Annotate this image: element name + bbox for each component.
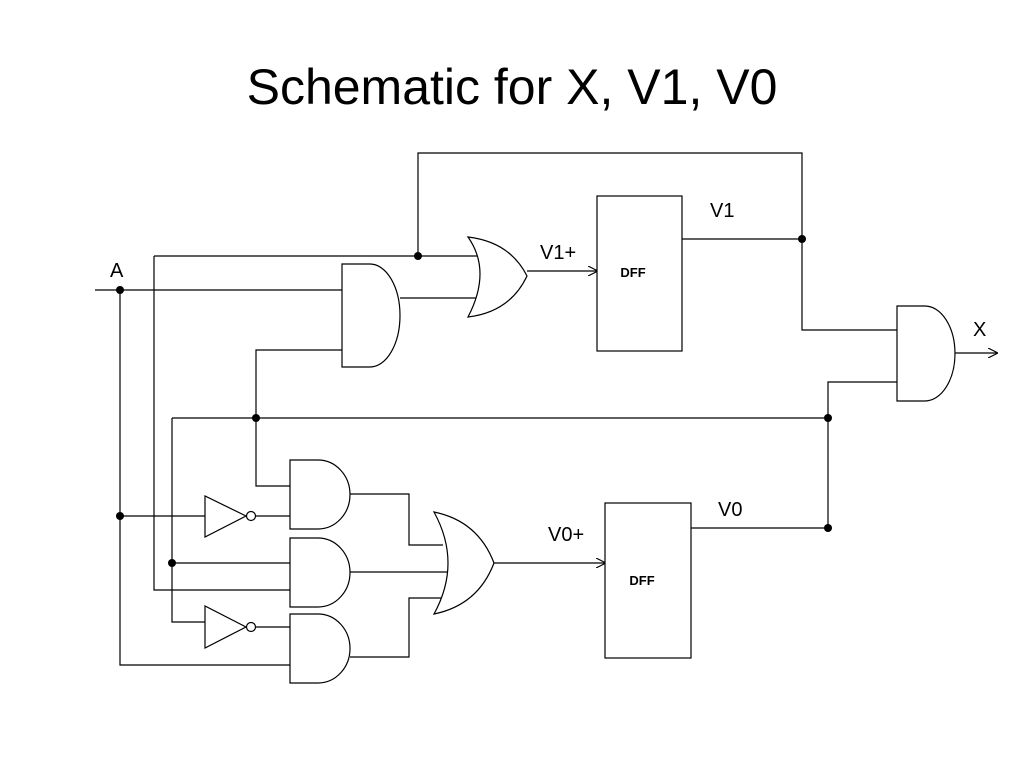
inverter-top bbox=[204, 495, 248, 538]
label-v0-next: V0+ bbox=[548, 524, 584, 546]
wire-v0-output bbox=[691, 381, 898, 529]
junction-dot bbox=[824, 414, 832, 422]
label-v1: V1 bbox=[710, 200, 734, 222]
label-output-x: X bbox=[973, 319, 986, 341]
junction-dot bbox=[168, 559, 176, 567]
inverter-bubble bbox=[245, 621, 257, 633]
wire-input-a bbox=[95, 289, 342, 666]
wire-v1-feedback-top bbox=[417, 152, 803, 256]
dff-bottom-label: DFF bbox=[629, 573, 654, 588]
dff-bottom-box bbox=[604, 502, 692, 659]
wire-inverter-outputs bbox=[255, 515, 290, 628]
wire-v1-output bbox=[682, 238, 898, 331]
wire-v1-left-bus bbox=[153, 255, 478, 591]
label-v0: V0 bbox=[718, 499, 742, 521]
junction-dot bbox=[252, 414, 260, 422]
inverter-bottom bbox=[204, 605, 248, 649]
wire-v0-bus bbox=[171, 349, 828, 623]
wire-ands-to-or-bottom bbox=[350, 493, 447, 658]
dff-top-box bbox=[596, 195, 683, 352]
junction-dot bbox=[798, 235, 806, 243]
or-gate-bottom bbox=[432, 511, 495, 615]
and-gate-bottom-3 bbox=[289, 613, 351, 684]
inverter-bubble bbox=[245, 510, 257, 522]
and-gate-bottom-2 bbox=[289, 537, 351, 608]
junction-dot bbox=[116, 286, 124, 294]
junction-dot bbox=[116, 512, 124, 520]
dff-top-label: DFF bbox=[620, 265, 645, 280]
page-title: Schematic for X, V1, V0 bbox=[246, 59, 778, 115]
label-v1-next: V1+ bbox=[540, 242, 576, 264]
and-gate-bottom-1 bbox=[289, 459, 351, 530]
and-gate-output bbox=[896, 305, 956, 402]
and-gate-top bbox=[341, 263, 401, 368]
junction-dot bbox=[414, 252, 422, 260]
junction-dot bbox=[824, 524, 832, 532]
or-gate-top bbox=[466, 236, 528, 318]
label-input-a: A bbox=[110, 260, 124, 282]
